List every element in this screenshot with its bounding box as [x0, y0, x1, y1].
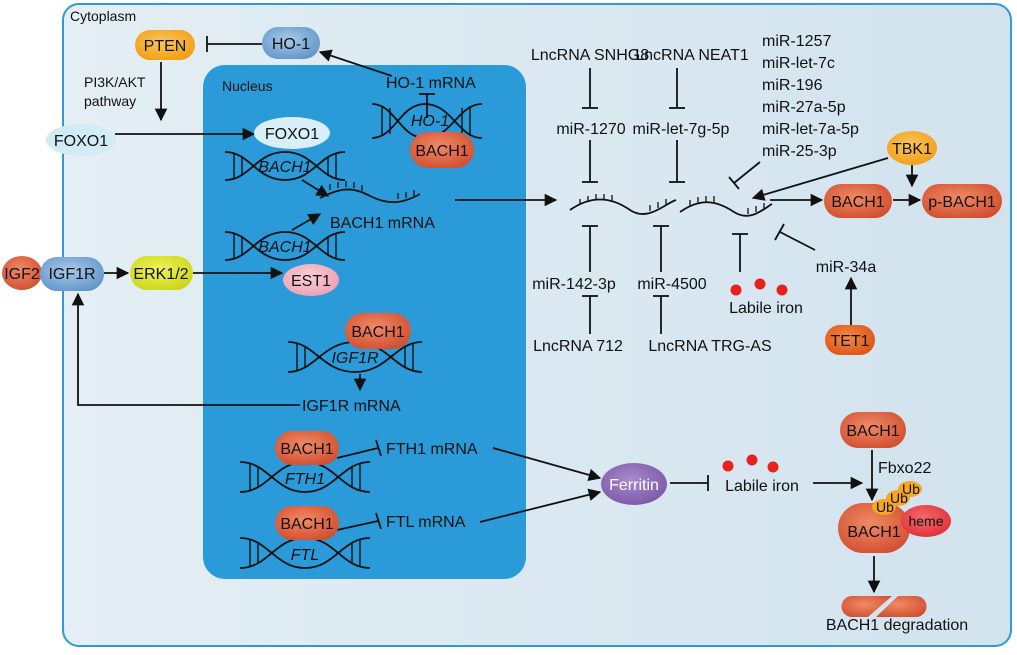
foxo1-cyto-label: FOXO1: [54, 133, 108, 150]
tbk1-label: TBK1: [892, 141, 932, 158]
cytoplasm-label: Cytoplasm: [70, 8, 136, 24]
gene-bach1-b: BACH1: [258, 239, 311, 256]
mir-list: miR-1257 miR-let-7c miR-196 miR-27a-5p m…: [762, 33, 859, 160]
bach1-cyto-label: BACH1: [831, 194, 884, 211]
bach1-ho1-label: BACH1: [415, 143, 468, 160]
erk-label: ERK1/2: [133, 266, 188, 283]
bach1-mrna-label: BACH1 mRNA: [330, 215, 435, 232]
p-bach1-node: p-BACH1: [922, 184, 1002, 218]
bach1-degraded: [841, 596, 927, 617]
igf1r-mrna-label: IGF1R mRNA: [302, 398, 401, 415]
est1-label: EST1: [291, 273, 331, 290]
p-bach1-label: p-BACH1: [928, 194, 996, 211]
bach1-heme-label: BACH1: [847, 524, 900, 541]
ho1-node: HO-1: [262, 27, 320, 59]
ub-label: Ub: [876, 499, 894, 515]
lnc712-label: LncRNA 712: [533, 338, 623, 355]
trg-label: LncRNA TRG-AS: [648, 338, 771, 355]
mir-list-item: miR-27a-5p: [762, 99, 846, 116]
mir-list-item: miR-196: [762, 77, 823, 94]
edge-bach1gene-to-mrna-a: [301, 179, 330, 197]
ho1-mrna-label: HO-1 mRNA: [386, 75, 476, 92]
ub-node: [898, 481, 922, 497]
mir-list-item: miR-let-7a-5p: [762, 121, 859, 138]
neat1-label: LncRNA NEAT1: [635, 47, 749, 64]
foxo1-cyto-node: FOXO1: [46, 124, 116, 156]
ferritin-node: Ferritin: [601, 463, 667, 505]
ferritin-label: Ferritin: [609, 477, 659, 494]
gene-ftl: FTL: [291, 547, 319, 564]
bach1-heme-complex: BACH1 heme Ub Ub Ub: [838, 481, 951, 553]
nucleus-label: Nucleus: [222, 78, 273, 94]
gene-ho1: HO-1: [411, 113, 449, 130]
gene-igf1r: IGF1R: [331, 350, 379, 367]
ftl-mrna-label: FTL mRNA: [386, 514, 466, 531]
labile-iron-2: Labile iron: [722, 454, 799, 495]
pten-node: PTEN: [135, 30, 195, 60]
mrna-cytoplasmic: [569, 194, 773, 217]
pi3k-label-2: pathway: [84, 93, 136, 109]
fth1-mrna-label: FTH1 mRNA: [386, 441, 478, 458]
erk-node: ERK1/2: [130, 256, 193, 290]
fbxo22-label: Fbxo22: [878, 460, 931, 477]
edges: [71, 36, 922, 594]
ho1-label: HO-1: [272, 36, 310, 53]
mir-list-item: miR-1257: [762, 33, 831, 50]
igf1r-label: IGF1R: [48, 266, 95, 283]
labile-iron-1: Labile iron: [729, 278, 803, 317]
labile-iron-2-label: Labile iron: [725, 478, 799, 495]
heme-node: [901, 505, 951, 537]
bach1-fth1-node: BACH1: [275, 431, 339, 465]
igf2-label: IGF2: [4, 266, 40, 283]
bach1-top-right-label: BACH1: [846, 423, 899, 440]
igf2-node: IGF2: [2, 256, 42, 290]
gene-bach1-a: BACH1: [258, 159, 311, 176]
edge-bach1gene-to-mrna-b: [291, 213, 322, 231]
bach1-igf1r-label: BACH1: [351, 324, 404, 341]
dna-bach1-a: [224, 151, 346, 181]
bach1-top-right-node: BACH1: [840, 412, 906, 448]
edge-ho1mrna-to-ho1: [318, 49, 393, 77]
foxo1-nuc-label: FOXO1: [265, 126, 319, 143]
mir34a-label: miR-34a: [816, 259, 877, 276]
est1-node: EST1: [283, 264, 339, 296]
snhg8-label: LncRNA SNHG8: [531, 47, 649, 64]
gene-fth1: FTH1: [285, 471, 325, 488]
mir-list-item: miR-let-7c: [762, 55, 835, 72]
mrna-nuclear: [319, 181, 421, 204]
degradation-label: BACH1 degradation: [826, 617, 968, 634]
bach1-ho1-node: BACH1: [410, 132, 474, 168]
bach1-cyto-node: BACH1: [824, 184, 892, 218]
mir-list-item: miR-25-3p: [762, 143, 837, 160]
heme-label: heme: [908, 513, 943, 529]
ub-label: Ub: [890, 490, 908, 506]
mirlet7g-label: miR-let-7g-5p: [633, 121, 730, 138]
igf1r-node: IGF1R: [40, 257, 104, 291]
dna-bach1-b: [224, 231, 346, 261]
foxo1-nuc-node: FOXO1: [254, 117, 330, 149]
mir1270-label: miR-1270: [556, 121, 625, 138]
tbk1-node: TBK1: [887, 131, 937, 165]
ub-label: Ub: [902, 481, 920, 497]
bach1-ftl-label: BACH1: [280, 516, 333, 533]
labile-iron-1-label: Labile iron: [729, 300, 803, 317]
bach1-igf1r-node: BACH1: [345, 313, 411, 349]
tet1-node: TET1: [825, 325, 875, 355]
pi3k-label-1: PI3K/AKT: [84, 74, 146, 90]
bach1-fth1-label: BACH1: [280, 441, 333, 458]
mir142-label: miR-142-3p: [532, 276, 616, 293]
pten-label: PTEN: [144, 38, 187, 55]
bach1-ftl-node: BACH1: [275, 506, 339, 540]
mir4500-label: miR-4500: [637, 276, 706, 293]
tet1-label: TET1: [830, 333, 869, 350]
